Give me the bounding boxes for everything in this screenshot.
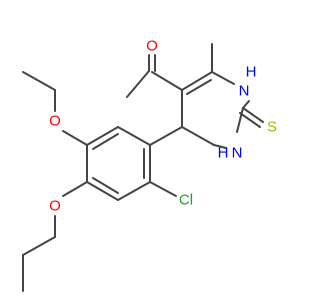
atom-n-top: N <box>239 83 250 100</box>
bond-c4-aryl <box>149 126 183 146</box>
bond-ar2-cl <box>149 181 177 197</box>
bond-methyl-carbonyl <box>126 70 150 98</box>
bond-c6-n1 <box>211 71 235 85</box>
bond-c2-s <box>242 107 264 123</box>
atom-cl: Cl <box>179 192 193 209</box>
atom-labels: O H N S H N Cl O O <box>49 38 277 215</box>
atom-n-bottom: N <box>232 145 243 162</box>
bond-n3-c4 <box>213 144 227 149</box>
atom-s: S <box>267 119 277 136</box>
molecule-structure: O H N S H N Cl O O <box>22 38 277 292</box>
bond-ar5-o1 <box>62 130 88 146</box>
bond-c5-c6 <box>181 71 213 91</box>
atom-o-ether-1: O <box>49 113 61 130</box>
bond-ar5-ar6-inner <box>92 133 119 150</box>
atom-nh-bottom-h: H <box>218 145 229 162</box>
bond-c2-n3 <box>236 107 244 133</box>
bond-ar3-ar4 <box>86 181 119 201</box>
bond-c5-c6-double <box>186 79 212 95</box>
bond-ar6-ar1 <box>117 126 151 146</box>
bond-c2-s-double <box>239 112 261 128</box>
bond-ar4-o2 <box>62 181 88 197</box>
bond-c4-n3 <box>181 126 215 146</box>
bond-ar2-ar3 <box>117 181 151 201</box>
bond-ar3-ar4-inner <box>92 177 119 194</box>
bond-carbonyl-c5 <box>151 71 183 91</box>
atom-o-ether-2: O <box>49 198 61 215</box>
bond-ch2-ch3 <box>22 71 56 91</box>
atom-nh-top-h: H <box>246 64 257 81</box>
bond-propyl-1-2 <box>22 236 56 256</box>
atom-o-carbonyl: O <box>146 38 158 55</box>
bond-n1-c2 <box>242 100 250 109</box>
bonds <box>22 43 264 292</box>
bond-ar5-ar6 <box>86 126 119 146</box>
